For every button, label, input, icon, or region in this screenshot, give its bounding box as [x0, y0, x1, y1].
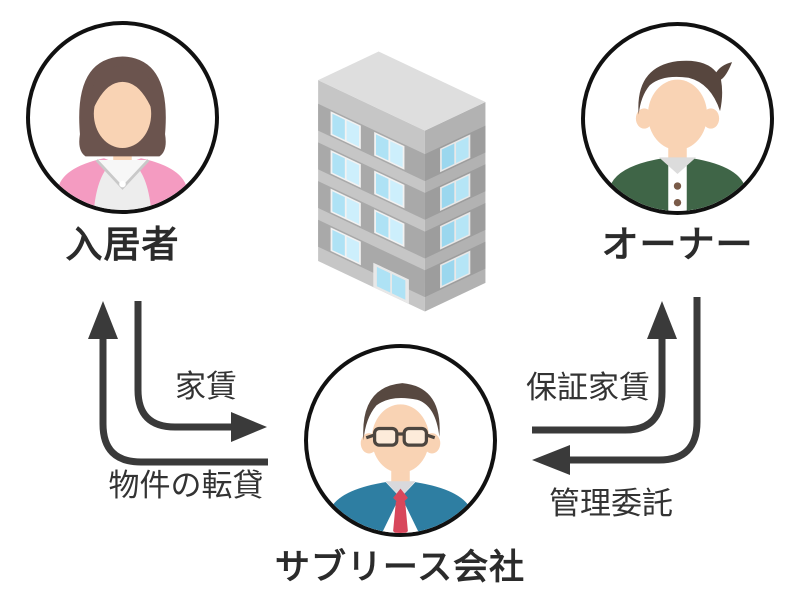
owner-avatar [581, 22, 774, 215]
owner-label: オーナー [601, 224, 754, 265]
businessman-avatar-icon [328, 383, 473, 533]
company-avatar [304, 344, 497, 537]
tenant-label: 入居者 [65, 224, 180, 265]
flow-label-rent: 家賃 [175, 369, 237, 404]
rent-arrow-line [134, 301, 231, 431]
guaranteed-rent-arrow-line [532, 339, 666, 434]
rent-arrowhead-icon [231, 412, 267, 442]
apartment-building-icon [318, 51, 486, 312]
management-arrow-line [570, 297, 701, 464]
man-avatar-icon [609, 60, 746, 211]
sublease-arrowhead-icon [88, 301, 118, 339]
flow-label-sublease: 物件の転貸 [108, 468, 264, 503]
guaranteed-rent-arrowhead-icon [647, 301, 677, 339]
company-label: サブリース会社 [274, 548, 526, 587]
management-arrowhead-icon [532, 445, 570, 475]
flow-label-management: 管理委託 [549, 486, 673, 521]
tenant-avatar [26, 21, 219, 214]
flow-label-guaranteed-rent: 保証家賃 [526, 370, 650, 405]
sublease-arrow-line [99, 339, 268, 466]
building-roof [318, 51, 486, 131]
glasses-icon [365, 426, 436, 447]
